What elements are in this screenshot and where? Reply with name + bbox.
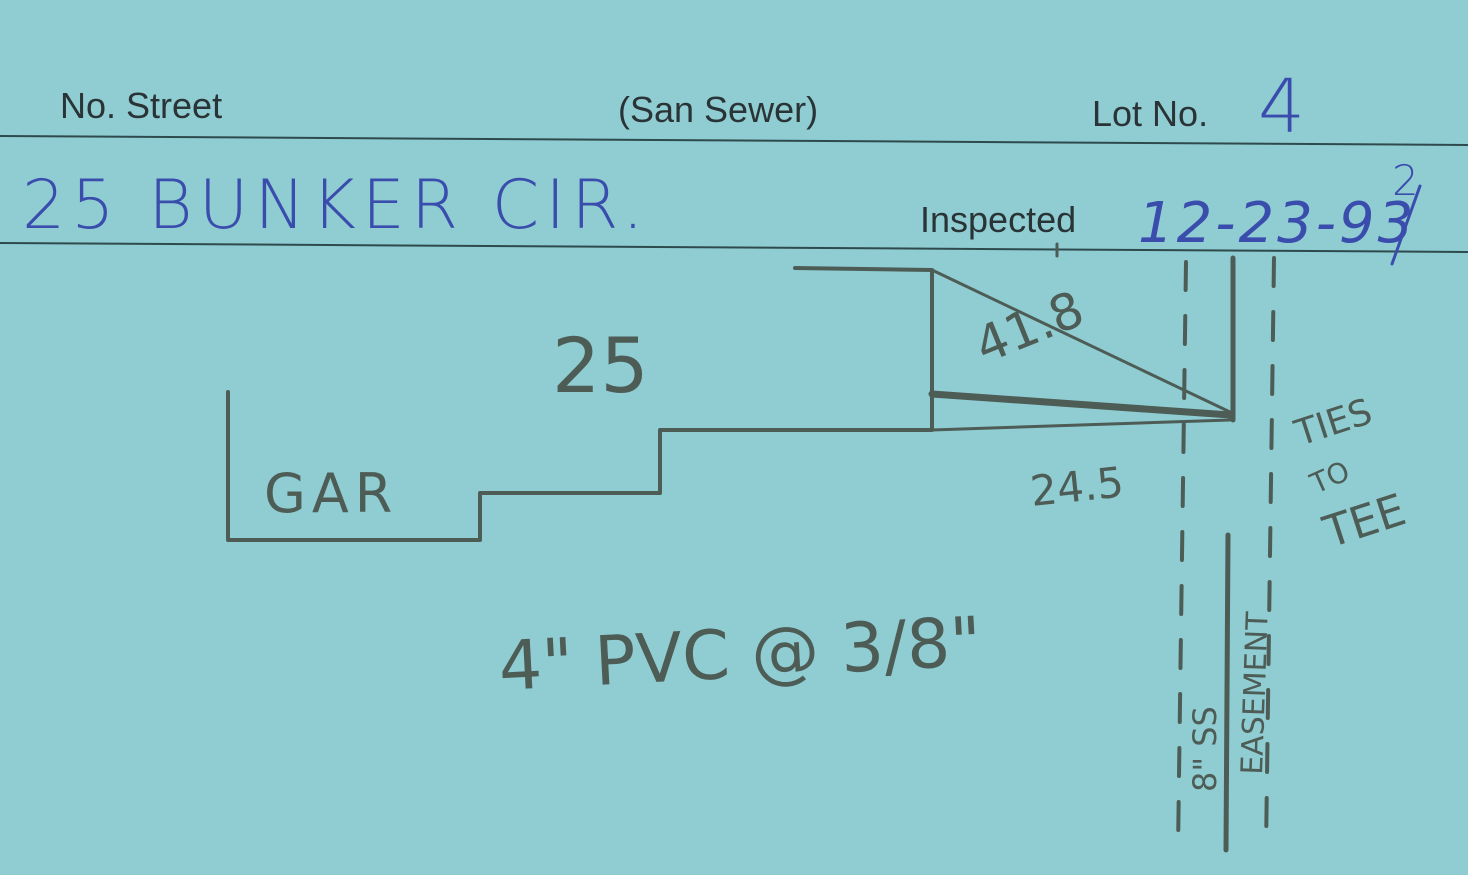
ties-note-line-3: TEE [1317,484,1412,558]
tie-line-a [930,268,1232,414]
inspected-date-prefix: 12-23-9 [1138,191,1378,256]
inspected-date: 12-23-93 [1138,196,1416,252]
house-outline [226,266,934,542]
easement-label: EASEMENT [1235,610,1276,775]
street-label: No. Street [60,85,223,126]
address: 25 BUNKER CIR. [22,166,650,245]
sewer-main-label: 8" SS [1186,706,1224,792]
tie-distance-b: 24.5 [1028,457,1126,516]
lot-number: 4 [1258,64,1306,150]
date-strike-mark [1390,184,1422,266]
house-number: 25 [552,321,649,410]
ties-note-line-2: TO [1305,454,1355,500]
sewer-type-label: (San Sewer) [618,89,819,130]
pipe-note: 4" PVC @ 3/8" [497,603,984,707]
ties-note-line-1: TIES [1289,391,1377,454]
inspected-date-correction: 2 [1392,156,1419,205]
inspected-label: Inspected [920,199,1077,240]
service-lateral [928,390,1234,419]
garage-label: GAR [264,462,398,525]
lot-label: Lot No. [1092,93,1209,134]
tie-line-b [930,418,1232,432]
easement-line-right [1264,256,1276,852]
easement-line-left [1176,260,1188,852]
